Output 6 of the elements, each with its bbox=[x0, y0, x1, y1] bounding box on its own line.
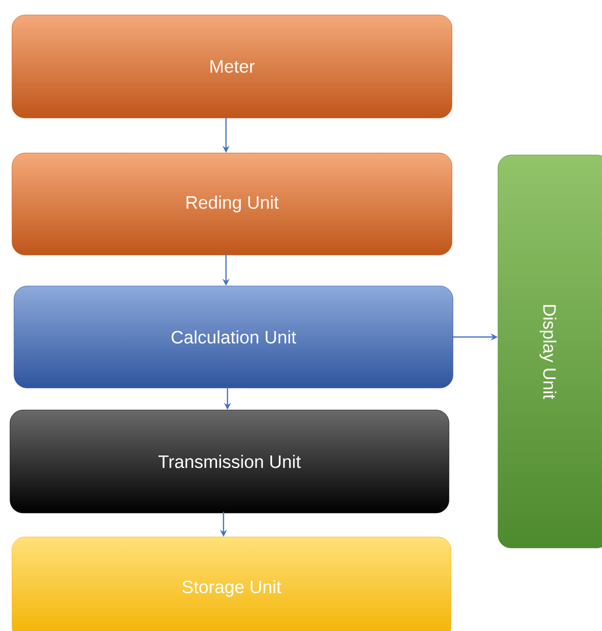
process-box: Storage Unit bbox=[12, 536, 452, 631]
process-box: Meter bbox=[12, 14, 452, 118]
process-box: Calculation Unit bbox=[14, 286, 454, 388]
display-box: Display Unit bbox=[498, 154, 602, 548]
process-box: Reding Unit bbox=[12, 152, 452, 256]
process-box: Transmission Unit bbox=[10, 410, 450, 514]
